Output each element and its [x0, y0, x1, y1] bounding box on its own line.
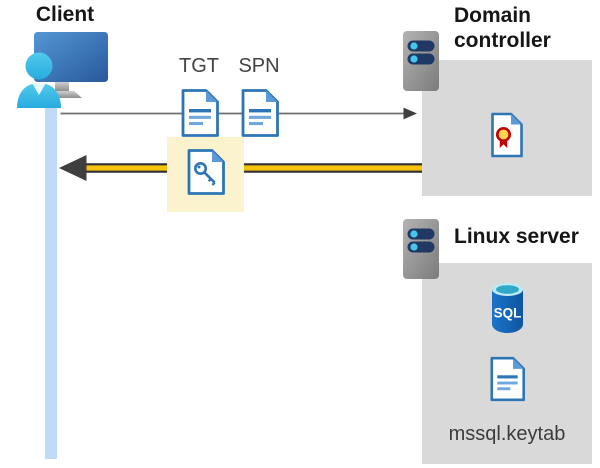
certificate-icon — [491, 112, 523, 158]
person-collar — [32, 83, 46, 95]
spn-document-icon — [241, 89, 279, 137]
linux-server-icon — [403, 219, 439, 279]
linux-server-label: Linux server — [454, 225, 579, 248]
spn-label: SPN — [238, 55, 280, 77]
key-glyph — [194, 162, 216, 186]
keytab-document-icon — [490, 356, 525, 402]
person-body — [17, 83, 61, 108]
request-arrow — [60, 107, 417, 120]
monitor-stand-neck — [55, 82, 69, 91]
tgt-document-icon — [181, 89, 219, 137]
client-computer-user-icon — [17, 32, 108, 108]
keytab-filename-label: mssql.keytab — [448, 423, 566, 445]
tgt-label: TGT — [179, 55, 219, 77]
client-label: Client — [35, 3, 95, 26]
domain-controller-server-icon — [403, 31, 439, 91]
sql-badge-text: SQL — [494, 306, 522, 321]
sql-database-icon: SQL — [492, 283, 523, 333]
domain-controller-label: Domain controller — [454, 4, 551, 52]
person-head — [25, 52, 53, 80]
client-lifeline — [45, 93, 57, 459]
key-document-icon — [187, 149, 225, 195]
monitor-icon — [34, 32, 108, 82]
